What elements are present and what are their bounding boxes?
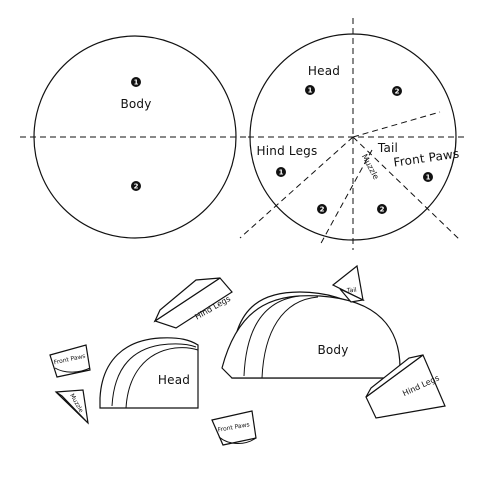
tail-label: Tail: [377, 141, 398, 155]
hind-legs-label: Hind Legs: [257, 144, 318, 158]
body-pattern: 1 Body 2: [20, 35, 248, 239]
hind-legs-piece-left: Hind Legs: [153, 277, 233, 329]
svg-text:2: 2: [320, 206, 325, 214]
tail-piece: Tail: [331, 264, 365, 303]
head-piece-label: Head: [158, 373, 190, 387]
front-paws-piece-left: Front Paws: [49, 344, 91, 378]
head-piece: Head: [99, 337, 199, 409]
head-marker-1: 1: [305, 85, 315, 95]
cut-line-lower-right: [352, 136, 461, 241]
tail-piece-label: Tail: [346, 287, 358, 295]
body-piece-label: Body: [317, 343, 348, 357]
body-marker-1: 1: [131, 77, 141, 87]
svg-text:1: 1: [426, 174, 431, 182]
svg-text:2: 2: [395, 88, 400, 96]
front-paws-marker-1: 1: [423, 172, 433, 182]
hind-legs-marker-1: 1: [276, 167, 286, 177]
body-marker-2: 2: [131, 181, 141, 191]
lower-marker-2-right: 2: [377, 204, 387, 214]
svg-text:2: 2: [134, 183, 139, 191]
body-pattern-label: Body: [120, 97, 151, 111]
head-pattern: Head Hind Legs Tail Front Paws Muzzle 1 …: [239, 18, 465, 250]
lower-marker-2-left: 2: [317, 204, 327, 214]
svg-text:2: 2: [380, 206, 385, 214]
head-label: Head: [308, 64, 340, 78]
body-piece: Body: [221, 291, 401, 379]
muzzle-piece: Muzzle: [54, 389, 89, 425]
head-marker-2: 2: [392, 86, 402, 96]
svg-text:1: 1: [308, 87, 313, 95]
cut-line-muzzle: [319, 149, 373, 246]
svg-text:1: 1: [279, 169, 284, 177]
cut-line-right: [352, 111, 441, 138]
svg-text:1: 1: [134, 79, 139, 87]
cut-line-lower-left: [239, 136, 354, 239]
front-paws-piece-bottom: Front Paws: [211, 410, 257, 446]
hind-legs-piece-right: Hind Legs: [365, 354, 446, 419]
